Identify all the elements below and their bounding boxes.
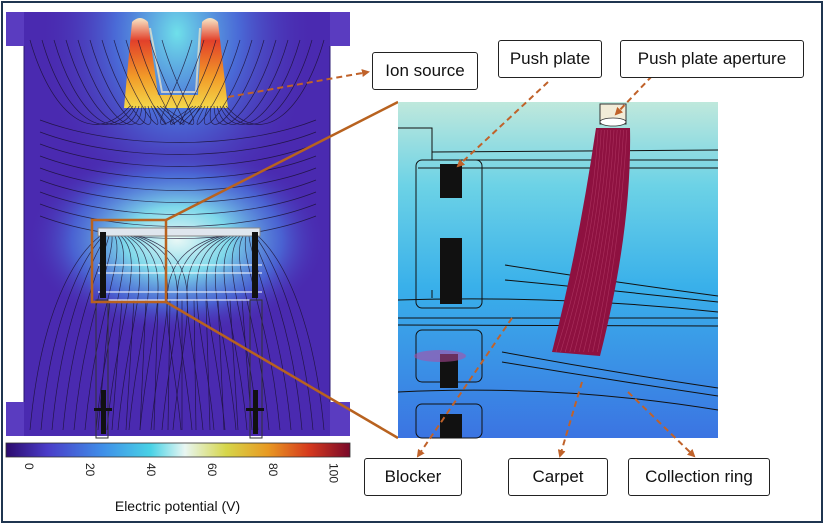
colorbar-gradient [5,442,351,458]
electrode-assembly [95,227,263,439]
label-collection-ring: Collection ring [628,458,770,496]
label-push-plate: Push plate [498,40,602,78]
colorbar-tick-label: 80 [266,463,280,477]
colorbar-tick-label: 0 [22,463,36,470]
label-blocker: Blocker [364,458,462,496]
colorbar-tick-label: 100 [327,463,341,483]
annotation-arrows [227,69,696,458]
zoom-panel [397,102,719,439]
colorbar-tick-label: 40 [144,463,158,477]
electrode-screws [94,232,264,434]
label-ion-source: Ion source [372,52,478,90]
arrow-push-plate [456,81,549,168]
arrow-ion-source [227,69,370,98]
colorbar-title: Electric potential (V) [114,498,241,514]
arrow-blocker [416,317,513,458]
arrow-collection-ring [627,391,696,458]
colorbar: 0 20 40 60 80 100 [5,442,351,483]
label-carpet: Carpet [508,458,608,496]
arrow-push-plate-aperture [614,75,653,116]
simulation-panel [6,12,350,439]
zoom-screws [440,164,462,438]
zoom-connectors [165,100,399,440]
colorbar-tick-label: 20 [83,463,97,477]
label-push-plate-aperture: Push plate aperture [620,40,804,78]
figure-frame [1,1,823,523]
colorbar-tick-label: 60 [205,463,219,477]
ion-trajectory-bundle [552,128,631,356]
arrow-carpet [557,381,583,458]
zoom-region-box [90,218,168,304]
